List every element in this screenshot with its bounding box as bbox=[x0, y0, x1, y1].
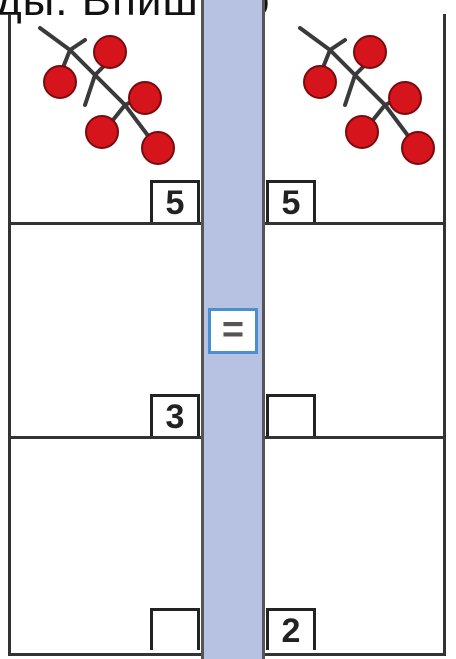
comparison-sign-box[interactable]: = bbox=[208, 308, 258, 354]
berry-branch-icon bbox=[290, 20, 440, 180]
row-divider-right-2 bbox=[265, 436, 446, 439]
berry-branch-icon bbox=[30, 20, 180, 180]
count-box-row3-left[interactable] bbox=[150, 608, 200, 650]
count-box-row2-right[interactable] bbox=[266, 394, 316, 436]
count-box-row3-right[interactable]: 2 bbox=[266, 608, 316, 650]
count-box-row1-left[interactable]: 5 bbox=[150, 180, 200, 222]
count-box-row1-right[interactable]: 5 bbox=[266, 180, 316, 222]
count-box-row2-left[interactable]: 3 bbox=[150, 394, 200, 436]
